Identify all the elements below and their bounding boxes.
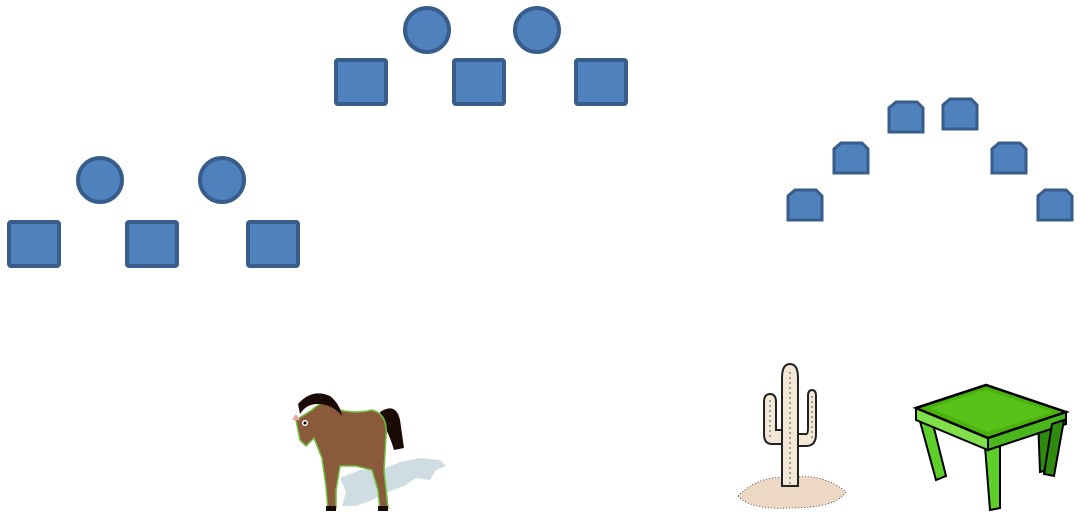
snip-square-shape — [992, 143, 1026, 173]
horse-icon — [292, 393, 446, 511]
snip-square-shape — [889, 102, 923, 132]
circle-shape — [515, 8, 559, 52]
cactus-icon — [738, 364, 846, 508]
circle-shape — [200, 158, 244, 202]
pattern-group-top — [336, 8, 626, 104]
pattern-group-right — [788, 99, 1072, 220]
table-icon — [916, 385, 1066, 510]
snip-square-shape — [834, 143, 868, 173]
table-clipart — [916, 385, 1066, 510]
square-shape — [336, 60, 386, 104]
circle-shape — [78, 158, 122, 202]
pattern-group-left — [9, 158, 298, 266]
snip-square-shape — [788, 190, 822, 220]
square-shape — [127, 222, 177, 266]
square-shape — [248, 222, 298, 266]
horse-clipart — [292, 393, 446, 511]
square-shape — [9, 222, 59, 266]
square-shape — [576, 60, 626, 104]
square-shape — [454, 60, 504, 104]
cactus-clipart — [738, 364, 846, 508]
snip-square-shape — [1038, 190, 1072, 220]
circle-shape — [405, 8, 449, 52]
snip-square-shape — [943, 99, 977, 129]
